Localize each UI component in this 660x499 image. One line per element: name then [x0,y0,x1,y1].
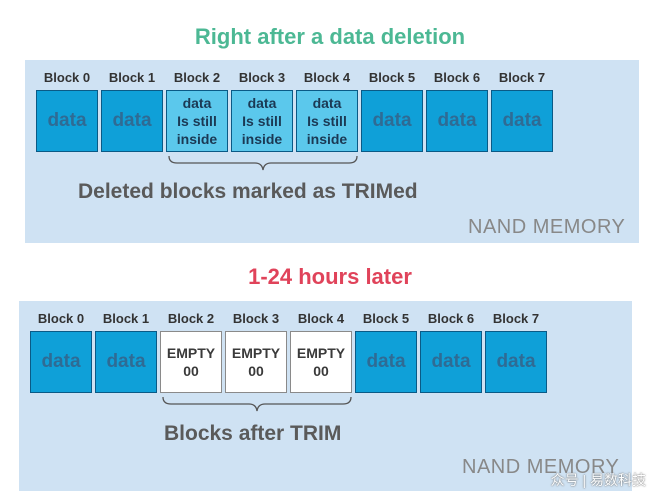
brace-icon [162,396,352,412]
nand-memory-label: NAND MEMORY [468,216,626,238]
memory-block-data: data [101,90,163,152]
block-label: Block 7 [492,311,540,326]
memory-block-data: data [30,331,92,393]
block-content: data [502,110,542,131]
block-content: data [372,110,412,131]
block-content: data [112,110,152,131]
memory-block-stale: data Is still inside [231,90,293,152]
title-hours-later: 1-24 hours later [248,264,412,289]
memory-block-data: data [355,331,417,393]
panel-before-trim: Block 0 data Block 1 data Block 2 data Is sti… [25,60,639,243]
block-label: Block 1 [102,311,150,326]
watermark: 众号 | 易数科技 [550,472,646,488]
memory-block-empty: EMPTY 00 [225,331,287,393]
block-label: Block 2 [173,70,221,85]
block-label: Block 7 [498,70,546,85]
memory-block-stale: data Is still inside [166,90,228,152]
caption-trimed: Deleted blocks marked as TRIMed [78,180,418,203]
memory-block-data: data [485,331,547,393]
block-content: data [366,351,406,372]
block-label: Block 6 [427,311,475,326]
block-content: data [496,351,536,372]
block-content: data [437,110,477,131]
caption-after-trim: Blocks after TRIM [164,422,342,445]
block-content: data Is still inside [176,95,218,147]
brace-icon [168,155,358,171]
block-label: Block 1 [108,70,156,85]
block-label: Block 5 [368,70,416,85]
block-content: EMPTY 00 [166,345,216,379]
block-label: Block 4 [297,311,345,326]
memory-block-empty: EMPTY 00 [290,331,352,393]
block-content: data [47,110,87,131]
memory-block-data: data [36,90,98,152]
block-label: Block 0 [37,311,85,326]
panel-after-trim: Block 0 data Block 1 data Block 2 EMPTY 00 Blo… [19,301,632,491]
block-label: Block 6 [433,70,481,85]
memory-block-data: data [426,90,488,152]
block-label: Block 0 [43,70,91,85]
block-content: EMPTY 00 [296,345,346,379]
memory-block-data: data [491,90,553,152]
block-label: Block 5 [362,311,410,326]
memory-block-stale: data Is still inside [296,90,358,152]
block-content: data Is still inside [306,95,348,147]
block-label: Block 4 [303,70,351,85]
block-label: Block 3 [238,70,286,85]
memory-block-data: data [361,90,423,152]
memory-block-data: data [95,331,157,393]
block-label: Block 3 [232,311,280,326]
block-content: data [106,351,146,372]
block-content: data Is still inside [241,95,283,147]
block-content: EMPTY 00 [231,345,281,379]
block-content: data [431,351,471,372]
title-right-after-deletion: Right after a data deletion [194,24,466,49]
memory-block-data: data [420,331,482,393]
block-label: Block 2 [167,311,215,326]
nand-memory-label: NAND MEMORY [462,456,620,478]
memory-block-empty: EMPTY 00 [160,331,222,393]
block-content: data [41,351,81,372]
